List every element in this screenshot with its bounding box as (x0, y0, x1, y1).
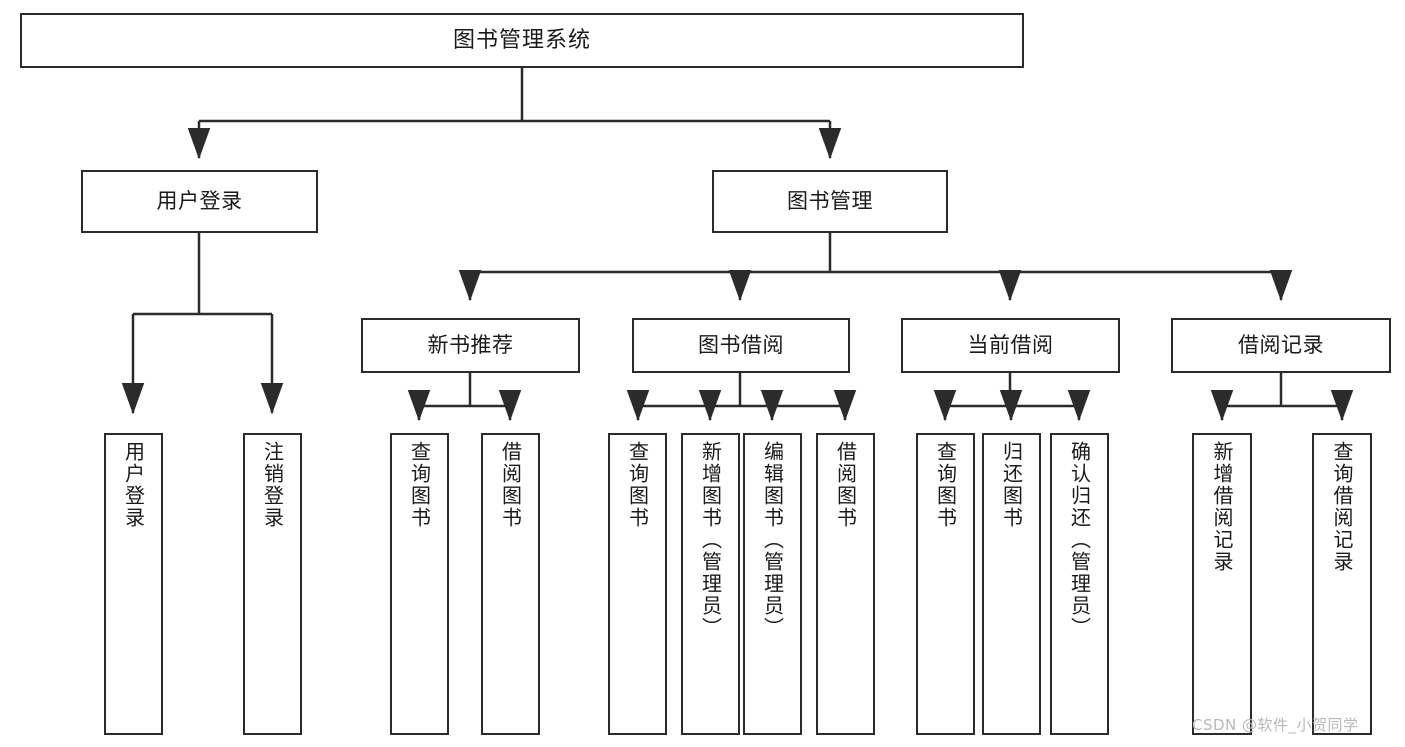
leaf-query-book-1-label: 查询图书 (407, 441, 432, 529)
leaf-return-book[interactable]: 归还图书 (982, 433, 1041, 735)
leaf-logout-login-label: 注销登录 (260, 441, 285, 529)
leaf-edit-book[interactable]: 编辑图书（管理员） (743, 433, 802, 735)
node-new-book-recommend-label: 新书推荐 (427, 333, 514, 358)
node-root[interactable]: 图书管理系统 (20, 13, 1024, 68)
leaf-borrow-book-1-label: 借阅图书 (498, 441, 523, 529)
node-current-borrow-label: 当前借阅 (967, 333, 1054, 358)
leaf-logout-login[interactable]: 注销登录 (243, 433, 302, 735)
node-user-login-label: 用户登录 (156, 189, 243, 214)
leaf-add-book-label: 新增图书（管理员） (698, 441, 723, 639)
leaf-query-book-3[interactable]: 查询图书 (916, 433, 975, 735)
leaf-query-book-2[interactable]: 查询图书 (608, 433, 667, 735)
node-current-borrow[interactable]: 当前借阅 (901, 318, 1120, 373)
leaf-borrow-book-2-label: 借阅图书 (833, 441, 858, 529)
leaf-add-record[interactable]: 新增借阅记录 (1192, 433, 1252, 735)
node-borrow-record[interactable]: 借阅记录 (1171, 318, 1391, 373)
node-book-borrow-label: 图书借阅 (698, 333, 784, 358)
node-book-manage-label: 图书管理 (787, 189, 873, 214)
leaf-query-record[interactable]: 查询借阅记录 (1312, 433, 1372, 735)
leaf-query-book-1[interactable]: 查询图书 (390, 433, 449, 735)
node-borrow-record-label: 借阅记录 (1238, 333, 1324, 358)
leaf-user-login[interactable]: 用户登录 (104, 433, 163, 735)
leaf-edit-book-label: 编辑图书（管理员） (760, 441, 785, 639)
node-book-manage[interactable]: 图书管理 (712, 170, 948, 233)
leaf-add-record-label: 新增借阅记录 (1210, 441, 1234, 573)
leaf-query-book-3-label: 查询图书 (933, 441, 958, 529)
node-root-label: 图书管理系统 (452, 27, 591, 53)
leaf-borrow-book-1[interactable]: 借阅图书 (481, 433, 540, 735)
leaf-borrow-book-2[interactable]: 借阅图书 (816, 433, 875, 735)
leaf-query-book-2-label: 查询图书 (625, 441, 650, 529)
node-new-book-recommend[interactable]: 新书推荐 (361, 318, 580, 373)
leaf-add-book[interactable]: 新增图书（管理员） (681, 433, 740, 735)
leaf-confirm-return[interactable]: 确认归还（管理员） (1050, 433, 1109, 735)
leaf-query-record-label: 查询借阅记录 (1330, 441, 1354, 573)
leaf-user-login-label: 用户登录 (121, 441, 146, 529)
leaf-confirm-return-label: 确认归还（管理员） (1067, 441, 1092, 639)
node-book-borrow[interactable]: 图书借阅 (632, 318, 850, 373)
leaf-return-book-label: 归还图书 (999, 441, 1024, 529)
csdn-watermark: CSDN @软件_小贺同学 (1192, 716, 1359, 734)
node-user-login[interactable]: 用户登录 (81, 170, 318, 233)
